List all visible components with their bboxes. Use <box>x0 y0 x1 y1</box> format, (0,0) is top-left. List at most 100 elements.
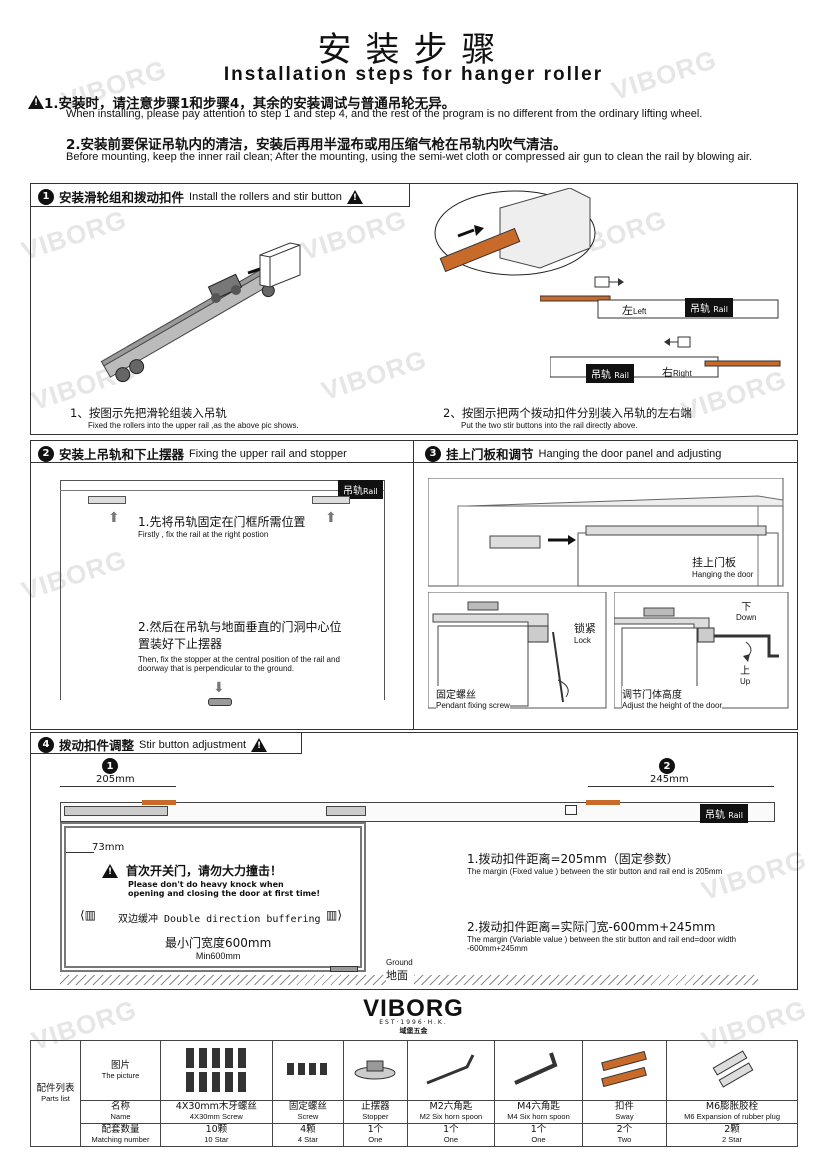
part-name-en: M2 Six horn spoon <box>419 1112 483 1121</box>
adjust-label: 调节门体高度 Adjust the height of the door <box>622 686 723 710</box>
part-picture-cell <box>494 1040 583 1101</box>
section-4-frame <box>30 732 798 990</box>
section-4-header: 4 拨动扣件调整 Stir button adjustment <box>38 735 268 754</box>
part-picture-cell <box>666 1040 798 1101</box>
part-qty-en: 2 Star <box>722 1135 743 1144</box>
part-name-en: Stopper <box>362 1112 389 1121</box>
brand-cn: 域堡五金 <box>399 1027 428 1035</box>
dimension-line <box>66 852 94 853</box>
roller-carriage-right <box>326 806 366 816</box>
divider <box>413 440 414 730</box>
hex-key-icon <box>513 1052 557 1085</box>
part-name-en: 4X30mm Screw <box>189 1112 243 1121</box>
section-1-frame <box>30 183 798 435</box>
lock-label: 锁紧 Lock <box>574 620 596 645</box>
ground-hatch <box>414 975 758 985</box>
step-number: 4 <box>38 736 54 753</box>
step-en: Then, fix the stopper at the central pos… <box>138 655 340 673</box>
caption-en: Fixed the rollers into the upper rail ,a… <box>88 421 299 430</box>
row-label-en: Matching number <box>91 1135 150 1144</box>
step-number: 1 <box>38 188 54 205</box>
part-qty-cn: 1个 <box>530 1124 547 1135</box>
section-4-title-en: Stir button adjustment <box>139 738 247 751</box>
note-2-en: Before mounting, keep the inner rail cle… <box>66 151 753 163</box>
section-3-header: 3 挂上门板和调节 Hanging the door panel and adj… <box>425 444 721 463</box>
m1-en: The margin (Fixed value ) between the st… <box>467 867 723 876</box>
right-cn: 右 <box>662 366 673 379</box>
ground-cn: 地面 <box>386 969 408 982</box>
step-number: 3 <box>425 445 441 462</box>
minw-cn: 最小门宽度600mm <box>165 936 272 950</box>
down-cn: 下 <box>741 602 752 613</box>
up-en: Up <box>740 677 751 686</box>
rail-label: 吊轨 Rail <box>685 298 733 317</box>
step-cn: 2.然后在吊轨与地面垂直的门洞中心位 <box>138 620 342 634</box>
part-qty-en: One <box>443 1135 458 1144</box>
up-arrow-icon: ⬆ <box>108 510 120 526</box>
margin-note-2: 2.拨动扣件距离=实际门宽-600mm+245mm The margin (Va… <box>467 918 747 953</box>
part-qty-en: One <box>531 1135 546 1144</box>
hang-label: 挂上门板 Hanging the door <box>692 554 753 579</box>
row-label-cn: 图片 <box>110 1059 130 1071</box>
door-warning-en: Please don't do heavy knock when opening… <box>128 880 320 898</box>
left-cn: 左 <box>622 304 633 317</box>
parts-header: 配件列表 Parts list <box>30 1040 81 1147</box>
part-name-cn: 4X30mm木牙螺丝 <box>175 1101 257 1112</box>
note-2-cn: 2.安装前要保证吊轨内的清洁，安装后再用半湿布或用压缩气枪在吊轨内吹气清洁。 <box>66 137 567 153</box>
warn-en-1: Please don't do heavy knock when <box>128 880 284 889</box>
screw-label: 固定螺丝 Pendant fixing screw <box>436 686 510 710</box>
part-name-en: M6 Expansion of rubber plug <box>684 1112 780 1121</box>
part-name-en: M4 Six horn spoon <box>507 1112 570 1121</box>
rail-bracket-left <box>88 496 126 504</box>
section-1-title-en: Install the rollers and stir button <box>189 190 342 203</box>
section-4-title-cn: 拨动扣件调整 <box>59 738 135 753</box>
part-name-en: Sway <box>615 1112 634 1121</box>
hanging-door-illustration <box>428 478 784 587</box>
right-en: Right <box>673 369 692 378</box>
adjust-cn: 调节门体高度 <box>622 690 682 701</box>
section-4-header-box <box>30 732 302 754</box>
section-2-header: 2 安装上吊轨和下止摆器 Fixing the upper rail and s… <box>38 444 347 463</box>
part-qty-cn: 1个 <box>367 1124 384 1135</box>
warn-en-2: opening and closing the door at first ti… <box>128 889 320 898</box>
part-name-cn: M6膨胀胶栓 <box>705 1101 759 1112</box>
screw-cn: 固定螺丝 <box>436 690 476 701</box>
buffer-right-icon: ▥⟩ <box>326 908 343 922</box>
part-qty-cn: 10颗 <box>205 1124 228 1135</box>
margin-note-1: 1.拨动扣件距离=205mm（固定参数） The margin (Fixed v… <box>467 850 737 876</box>
roller-carriage-left <box>64 806 168 816</box>
row-label-cn: 配套数量 <box>101 1124 140 1135</box>
stopper-icon <box>208 698 232 706</box>
parts-header-en: Parts list <box>41 1093 70 1103</box>
rail-cn: 吊轨 <box>705 810 725 821</box>
section-2-3-frame <box>30 440 798 730</box>
section-2-title-en: Fixing the upper rail and stopper <box>189 447 347 460</box>
rail-en: Rail <box>728 811 743 820</box>
row-label-cn: 名称 <box>110 1101 130 1112</box>
part-qty-cn: 4颗 <box>300 1124 316 1135</box>
down-label: 下 Down <box>736 598 756 622</box>
lock-cn: 锁紧 <box>574 622 596 635</box>
stir-button-closeup-illustration <box>434 188 596 276</box>
stopper-icon <box>330 966 358 972</box>
marker-2-icon: 2 <box>659 758 675 774</box>
step-en: Firstly , fix the rail at the right post… <box>138 530 269 539</box>
part-name-en: Screw <box>297 1112 319 1121</box>
marker-1-icon: 1 <box>102 758 118 774</box>
dim-73: 73mm <box>92 842 125 853</box>
rail-label: 吊轨 Rail <box>700 804 748 823</box>
hex-key-icon <box>426 1054 475 1085</box>
part-qty-en: 10 Star <box>204 1135 229 1144</box>
brand-logo: VIBORG EST·1996·H.K. 域堡五金 <box>0 995 827 1036</box>
doorway-outline <box>60 480 385 700</box>
section-3-title-cn: 挂上门板和调节 <box>446 447 534 462</box>
buffer-label: 双边缓冲 Double direction buffering <box>118 914 321 925</box>
door-warning-cn: 首次开关门，请勿大力撞击！ <box>126 864 283 878</box>
